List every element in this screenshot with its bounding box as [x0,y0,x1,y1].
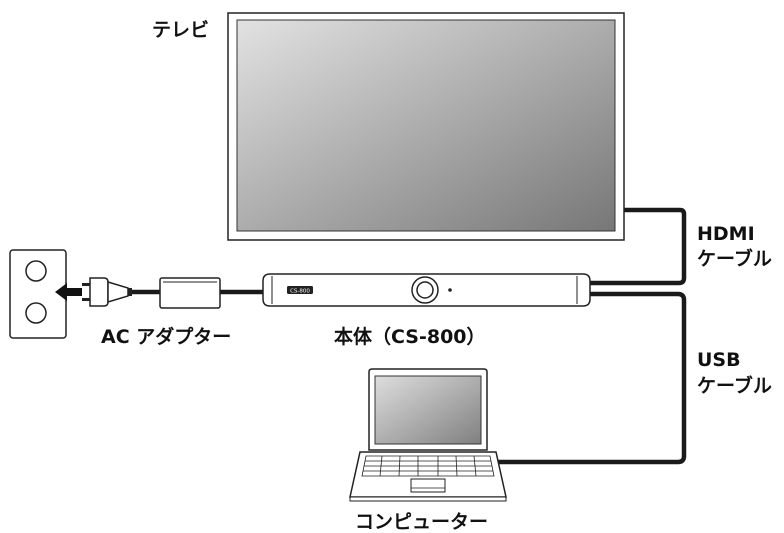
status-indicator [448,288,452,292]
label-ac-adapter: AC アダプター [101,325,231,348]
ac-adapter [159,277,221,309]
camera-lens-inner [416,281,434,299]
main-unit: CS-800 [262,273,591,307]
label-hdmi-line2: ケーブル [697,247,772,270]
computer [349,368,507,502]
laptop-screen [374,375,482,445]
laptop-touchpad [410,478,446,493]
label-tv: テレビ [152,19,209,41]
outlet-socket-bottom [25,302,47,324]
device-badge [287,286,313,294]
label-hdmi-line1: HDMI [697,223,755,245]
laptop-keyboard [361,455,495,477]
tv-screen [236,19,616,232]
hdmi-cable [583,207,687,286]
power-plug [82,277,132,307]
label-main-unit: 本体（CS-800） [334,325,486,348]
tv [227,12,625,241]
label-computer: コンピューター [355,511,488,533]
label-usb-line1: USB [697,349,741,371]
usb-cable [493,291,687,465]
outlet-socket-top [25,260,47,282]
device-badge-text: CS-800 [290,288,310,294]
plug-in-arrow-icon [55,283,82,301]
wall-outlet [9,249,67,339]
label-usb-line2: ケーブル [697,374,772,397]
